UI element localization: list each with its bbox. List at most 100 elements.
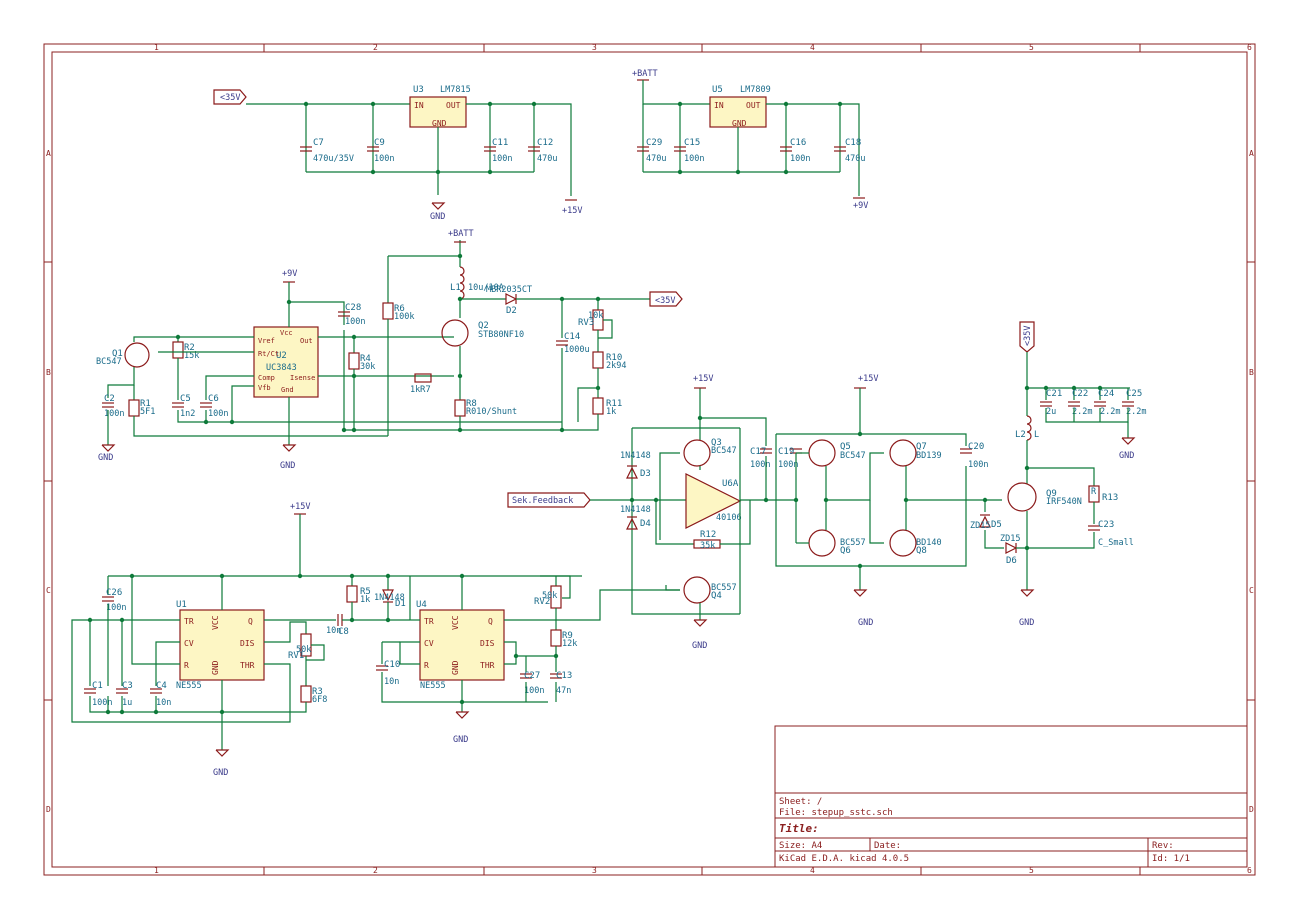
u3-value: LM7815 bbox=[440, 85, 471, 95]
gnd-u3-text: GND bbox=[430, 212, 445, 222]
u1-ref: U1 bbox=[176, 600, 187, 610]
c8-ref: C8 bbox=[338, 627, 349, 637]
gnd-u2-text: GND bbox=[280, 461, 295, 471]
resistor-r11 bbox=[592, 397, 604, 415]
capacitor-c4 bbox=[150, 688, 162, 694]
u5-pin-in: IN bbox=[714, 101, 724, 110]
r13-value: R bbox=[1091, 487, 1097, 497]
q3-ref: Q3 bbox=[711, 438, 722, 448]
c1-value: 100n bbox=[92, 698, 112, 708]
r6-value: 100k bbox=[394, 312, 414, 322]
gnd-symbol-u3 bbox=[431, 202, 446, 210]
capacitor-c22 bbox=[1068, 401, 1080, 407]
r12-value: 35k bbox=[700, 541, 715, 551]
c13-ref: C13 bbox=[556, 671, 572, 681]
resistor-r7 bbox=[414, 373, 432, 383]
rv1-ref: RV1 bbox=[288, 651, 304, 661]
resistor-r5 bbox=[346, 585, 358, 603]
u2-ref: U2 bbox=[276, 351, 287, 361]
d6-value: ZD15 bbox=[1000, 534, 1020, 544]
r11-ref: R11 bbox=[606, 399, 622, 409]
u4-pin-gnd: GND bbox=[451, 660, 460, 675]
tb-title: Title: bbox=[779, 822, 819, 835]
inductor-l2 bbox=[1026, 415, 1032, 441]
capacitor-c12 bbox=[528, 146, 540, 152]
c16-value: 100n bbox=[790, 154, 810, 164]
l1-value: 10u/10A bbox=[468, 283, 504, 293]
u4-ref: U4 bbox=[416, 600, 427, 610]
c26-ref: C26 bbox=[106, 588, 122, 598]
u4-ne555 bbox=[419, 609, 505, 681]
c12-ref: C12 bbox=[537, 138, 553, 148]
tb-id: Id: 1/1 bbox=[1152, 854, 1190, 864]
boost-converter-section: U2 UC3843 Vref Rt/Ct Comp Vfb Out Isense… bbox=[96, 229, 683, 471]
u5-pin-out: OUT bbox=[746, 101, 761, 110]
c11-value: 100n bbox=[492, 154, 512, 164]
zone-col-3-bottom: 3 bbox=[592, 866, 597, 875]
c15-value: 100n bbox=[684, 154, 704, 164]
c29-value: 470u bbox=[646, 154, 666, 164]
u1-pin-q: Q bbox=[248, 617, 253, 626]
u4-value: NE555 bbox=[420, 681, 446, 691]
resistor-r4 bbox=[348, 352, 360, 370]
c7-ref: C7 bbox=[313, 138, 324, 148]
transistor-q1 bbox=[124, 342, 150, 368]
zener-d5 bbox=[979, 514, 991, 528]
c23-value: C_Small bbox=[1098, 538, 1134, 548]
u1-pin-tr: TR bbox=[184, 617, 194, 626]
d2-value: MBR2035CT bbox=[486, 285, 532, 295]
u2-pin-vref: Vref bbox=[258, 337, 275, 345]
q9-value: IRF540N bbox=[1046, 497, 1082, 507]
r10-ref: R10 bbox=[606, 353, 622, 363]
q7-ref: Q7 bbox=[916, 442, 927, 452]
c10-ref: C10 bbox=[384, 660, 400, 670]
q6-ref: Q6 bbox=[840, 546, 851, 556]
gnd-q4-text: GND bbox=[692, 641, 707, 651]
q2-ref: Q2 bbox=[478, 321, 489, 331]
c15-ref: C15 bbox=[684, 138, 700, 148]
d6-ref: D6 bbox=[1006, 556, 1017, 566]
timer-u4-section: U4 NE555 TR CV R VCC GND Q DIS THR GND C… bbox=[376, 573, 680, 745]
u2-pin-gnd: Gnd bbox=[281, 386, 294, 394]
zone-row-c: C bbox=[46, 586, 51, 595]
zone-col-1: 1 bbox=[154, 43, 159, 52]
gnd-c25-text: GND bbox=[1119, 451, 1134, 461]
zone-col-5-bottom: 5 bbox=[1029, 866, 1034, 875]
tb-rev: Rev: bbox=[1152, 841, 1174, 851]
c24-ref: C24 bbox=[1098, 389, 1114, 399]
d3-value: 1N4148 bbox=[620, 451, 651, 461]
zone-col-1-bottom: 1 bbox=[154, 866, 159, 875]
title-block: Sheet: / File: stepup_sstc.sch Title: Si… bbox=[774, 725, 1248, 868]
c17-value: 100n bbox=[750, 460, 770, 470]
c18-value: 470u bbox=[845, 154, 865, 164]
regulator-u3-section: <35V U3 LM7815 IN OUT GND C7 470u/35V C9… bbox=[213, 85, 582, 222]
transistor-q7 bbox=[889, 439, 917, 467]
r8-value: R010/Shunt bbox=[466, 407, 517, 417]
u4-pin-q: Q bbox=[488, 617, 493, 626]
c16-ref: C16 bbox=[790, 138, 806, 148]
capacitor-c9 bbox=[367, 146, 379, 152]
u4-pin-cv: CV bbox=[424, 639, 434, 648]
u1-pin-cv: CV bbox=[184, 639, 194, 648]
zone-row-c-right: C bbox=[1249, 586, 1254, 595]
u2-pin-isense: Isense bbox=[290, 374, 315, 382]
zone-row-d: D bbox=[46, 805, 51, 814]
p9v-u5-text: +9V bbox=[853, 201, 868, 211]
zone-col-6-bottom: 6 bbox=[1247, 866, 1252, 875]
c20-ref: C20 bbox=[968, 442, 984, 452]
c13-value: 47n bbox=[556, 686, 571, 696]
d4-value: 1N4148 bbox=[620, 505, 651, 515]
c21-ref: C21 bbox=[1046, 389, 1062, 399]
c14-value: 1000u bbox=[564, 345, 590, 355]
u5-value: LM7809 bbox=[740, 85, 771, 95]
u4-pin-dis: DIS bbox=[480, 639, 495, 648]
c17-ref: C17 bbox=[750, 447, 766, 457]
c19-ref: C19 bbox=[778, 447, 794, 457]
u1-pin-vcc: VCC bbox=[211, 615, 220, 630]
c7-value: 470u/35V bbox=[313, 154, 354, 164]
r9-value: 12k bbox=[562, 639, 577, 649]
c28-ref: C28 bbox=[345, 303, 361, 313]
q5-value: BC547 bbox=[840, 451, 866, 461]
transistor-q8 bbox=[889, 529, 917, 557]
u2-pin-out: Out bbox=[300, 337, 313, 345]
